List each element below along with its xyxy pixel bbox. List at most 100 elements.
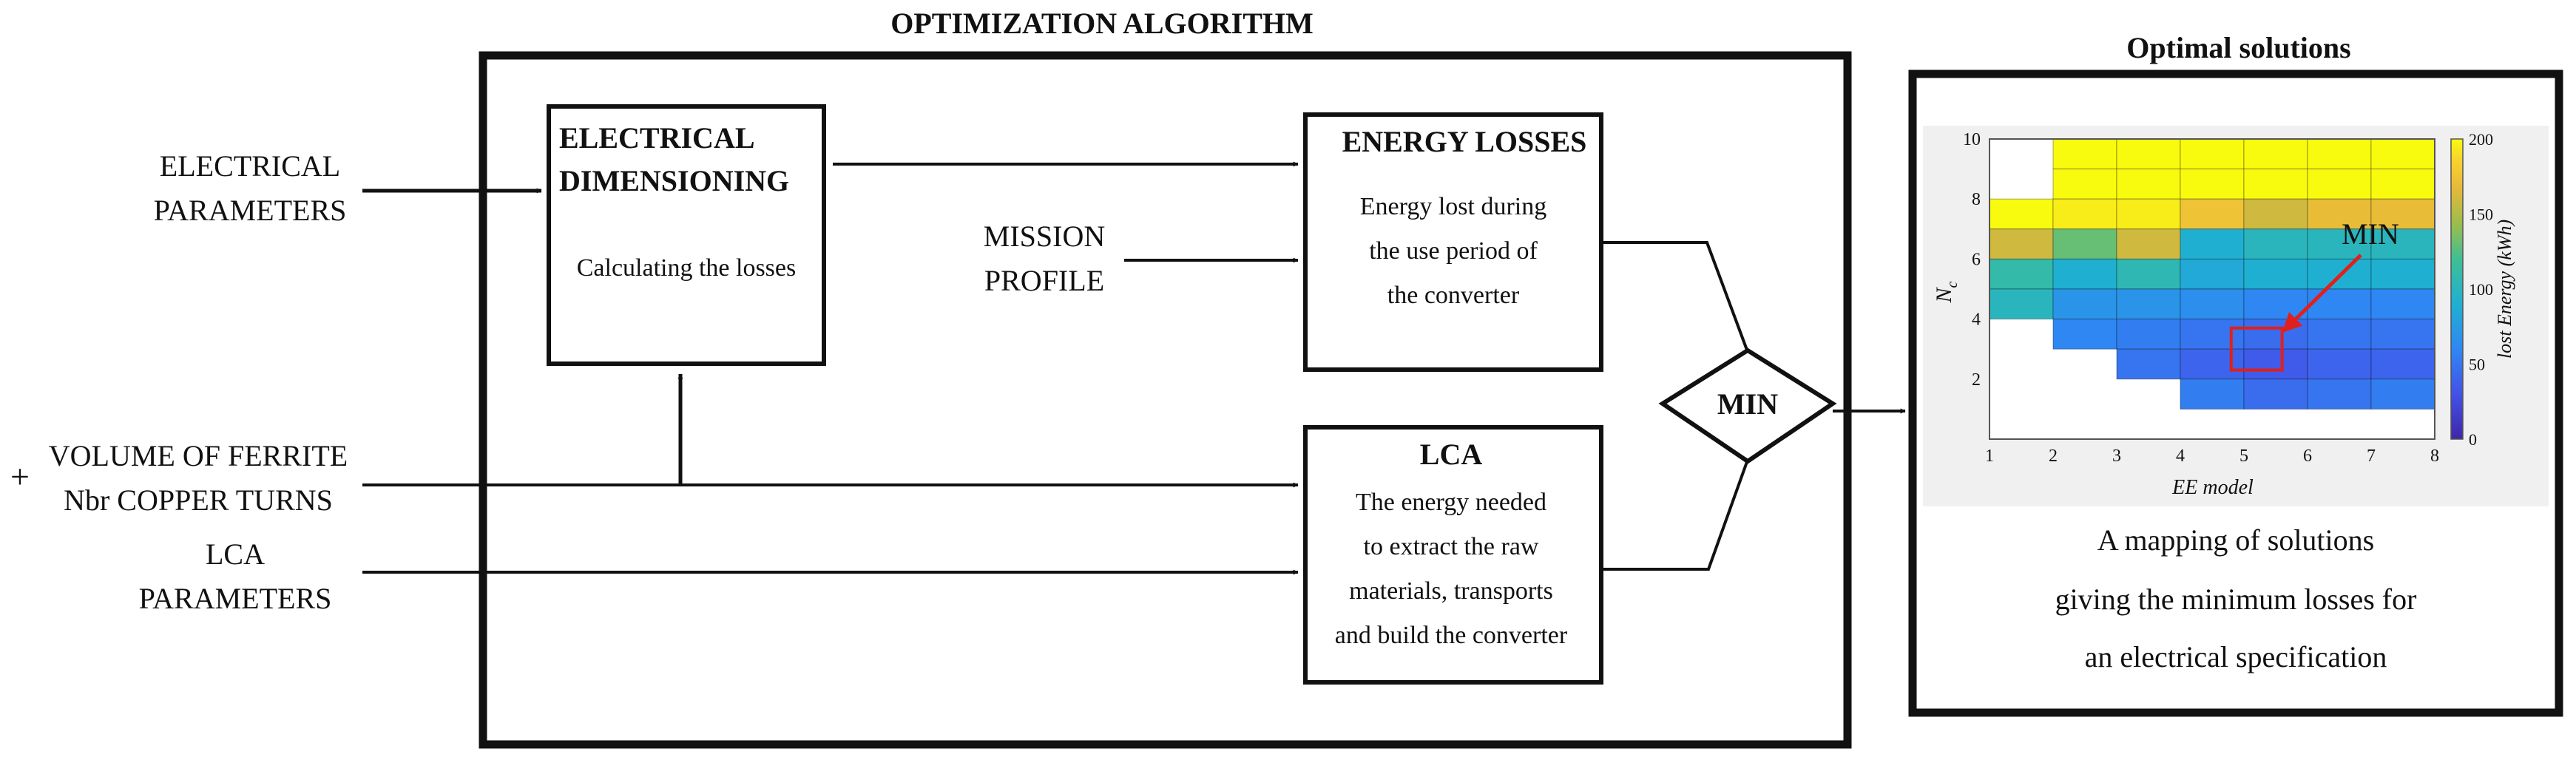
heatmap-cell xyxy=(2370,288,2435,320)
electrical-dimensioning-box: ELECTRICAL DIMENSIONING Calculating the … xyxy=(547,104,826,366)
y-axis-label-sub: c xyxy=(1944,281,1961,288)
x-tick-label: 5 xyxy=(2239,447,2248,466)
heatmap-cell xyxy=(2052,288,2117,320)
colorbar-tick-label: 50 xyxy=(2469,356,2485,374)
electrical-box-title-1: ELECTRICAL xyxy=(559,121,755,155)
colorbar xyxy=(2450,138,2464,440)
heatmap-cell xyxy=(2116,319,2181,350)
min-marker-label: MIN xyxy=(2342,217,2399,251)
inputs: ELECTRICAL PARAMETERS MISSION PROFILE + … xyxy=(10,149,1105,615)
heatmap-cell xyxy=(2243,319,2308,350)
heatmap-cell xyxy=(2370,348,2435,380)
lca-box-line-2: to extract the raw xyxy=(1364,533,1539,560)
min-marker-box xyxy=(2229,326,2284,372)
heatmap-cell xyxy=(2180,169,2245,200)
heatmap-cell xyxy=(2370,258,2435,290)
heatmap-cell xyxy=(2180,348,2245,380)
x-tick-label: 3 xyxy=(2112,447,2121,466)
heatmap-cell xyxy=(2052,138,2117,170)
lca-box-line-1: The energy needed xyxy=(1356,489,1546,516)
min-marker-arrow xyxy=(2282,254,2362,333)
heatmap-cell xyxy=(2370,228,2435,259)
y-axis-label: Nc xyxy=(1932,281,1961,303)
mission-profile-line-2: PROFILE xyxy=(984,264,1104,297)
heatmap-cell xyxy=(2052,169,2117,200)
heatmap-cell xyxy=(2243,169,2308,200)
solutions-caption-line-3: an electrical specification xyxy=(2085,640,2387,673)
connectors xyxy=(362,161,1906,575)
volume-ferrite-label: VOLUME OF FERRITE xyxy=(49,439,348,472)
min-diamond: MIN xyxy=(1658,347,1837,464)
y-tick-label: 10 xyxy=(1963,130,1981,149)
electrical-box-title-2: DIMENSIONING xyxy=(559,164,789,197)
heatmap-cell xyxy=(2116,198,2181,230)
heatmap-cell xyxy=(2370,138,2435,170)
algorithm-title: OPTIMIZATION ALGORITHM xyxy=(890,7,1314,40)
heatmap-cell xyxy=(2243,138,2308,170)
y-axis-label-main: N xyxy=(1932,286,1956,303)
plus-sign: + xyxy=(10,458,30,495)
algorithm-frame xyxy=(479,51,1852,749)
lca-parameters-line-1: LCA xyxy=(206,537,265,571)
energy-box-line-2: the use period of xyxy=(1369,237,1538,265)
energy-box-title: ENERGY LOSSES xyxy=(1342,125,1587,158)
mission-profile-line-1: MISSION xyxy=(984,220,1105,253)
lca-box: LCA The energy needed to extract the raw… xyxy=(1303,425,1603,685)
heatmap-cell xyxy=(2307,319,2372,350)
colorbar-label: lost Energy (kWh) xyxy=(2494,220,2515,359)
heatmap-cell xyxy=(2307,228,2372,259)
heatmap-cell xyxy=(2052,258,2117,290)
heatmap-cell xyxy=(2116,348,2181,380)
lca-box-title: LCA xyxy=(1420,438,1483,471)
colorbar-tick-label: 100 xyxy=(2469,280,2493,299)
heatmap-cell xyxy=(2180,228,2245,259)
heatmap-cell xyxy=(2180,198,2245,230)
x-tick-label: 4 xyxy=(2176,447,2185,466)
heatmap-cell xyxy=(1989,288,2054,320)
plot-frame xyxy=(1989,138,2435,440)
heatmap-cell xyxy=(2307,348,2372,380)
heatmap-cell xyxy=(2180,138,2245,170)
heatmap-cell xyxy=(2180,288,2245,320)
x-tick-label: 7 xyxy=(2367,447,2376,466)
lca-box-line-3: materials, transports xyxy=(1349,577,1553,605)
x-tick-label: 8 xyxy=(2430,447,2439,466)
heatmap-cell xyxy=(2307,288,2372,320)
energy-box-line-3: the converter xyxy=(1387,282,1520,309)
heatmap-cell xyxy=(2116,258,2181,290)
colorbar-tick-label: 150 xyxy=(2469,206,2493,224)
heatmap-cell xyxy=(2116,288,2181,320)
heatmap-cell xyxy=(2180,319,2245,350)
heatmap-cell xyxy=(2180,258,2245,290)
heatmap-cell xyxy=(2180,378,2245,410)
heatmap-cell xyxy=(2243,258,2308,290)
energy-box-line-1: Energy lost during xyxy=(1360,193,1546,220)
line-energy-to-min xyxy=(1603,241,1749,353)
y-tick-label: 4 xyxy=(1972,310,1981,330)
heatmap-cell xyxy=(2116,169,2181,200)
heatmap-cell xyxy=(2243,348,2308,380)
heatmap-cell xyxy=(2370,378,2435,410)
heatmap-cell xyxy=(2116,228,2181,259)
heatmap-cell xyxy=(2052,228,2117,259)
heatmap-cell xyxy=(2307,378,2372,410)
solutions-caption-line-1: A mapping of solutions xyxy=(2097,523,2374,557)
heatmap-cell xyxy=(2052,198,2117,230)
heatmap-cell xyxy=(2370,169,2435,200)
heatmap-cell xyxy=(1989,198,2054,230)
copper-turns-label: Nbr COPPER TURNS xyxy=(64,483,333,517)
x-tick-label: 6 xyxy=(2303,447,2312,466)
solutions-caption-line-2: giving the minimum losses for xyxy=(2055,583,2417,616)
colorbar-tick-label: 200 xyxy=(2469,130,2493,149)
lca-box-line-4: and build the converter xyxy=(1335,622,1568,649)
solutions-frame xyxy=(1908,69,2563,717)
heatmap-cell xyxy=(2243,198,2308,230)
heatmap-cell xyxy=(2243,228,2308,259)
heatmap-cell xyxy=(1989,228,2054,259)
y-tick-label: 8 xyxy=(1972,190,1981,209)
y-tick-label: 6 xyxy=(1972,250,1981,269)
